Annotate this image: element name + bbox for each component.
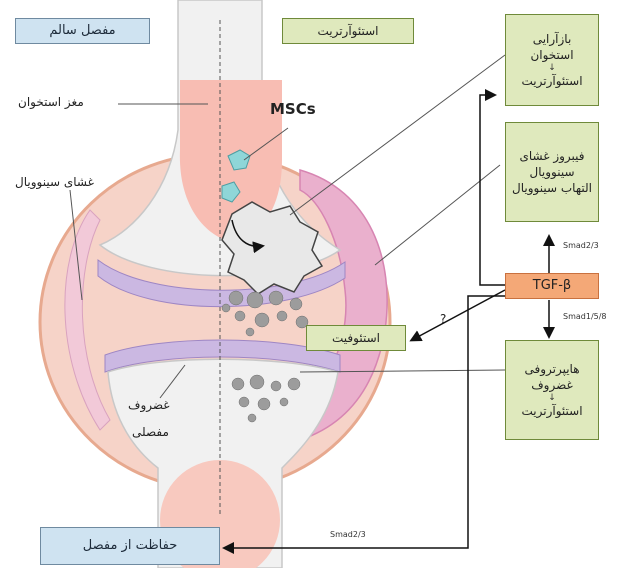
articular-cartilage-label-1: غضروف	[128, 398, 170, 412]
cartilage-hypertrophy-box: هایپرتروفی غضروف ↓ استئوآرتریت	[505, 340, 599, 440]
question-mark: ?	[440, 312, 446, 326]
cartilage-hypertrophy-line3: استئوآرتریت	[521, 403, 582, 419]
smad23-upper-label: Smad2/3	[563, 241, 599, 250]
down-arrow-icon: ↓	[548, 394, 556, 403]
bone-remodeling-line3: استئوآرتریت	[521, 73, 582, 89]
tgf-to-bone-remodel-arrow	[480, 95, 505, 285]
tgf-to-osteophyte-arrow	[412, 290, 505, 340]
mscs-label: MSCs	[270, 100, 316, 118]
synovial-membrane-label: غشای سینوویال	[15, 175, 94, 189]
cartilage-hypertrophy-line1: هایپرتروفی	[524, 361, 579, 377]
smad158-label: Smad1/5/8	[563, 312, 607, 321]
tgf-beta-box: TGF-β	[505, 273, 599, 299]
bone-remodeling-line2: استخوان	[530, 47, 573, 63]
synovial-fibrosis-line2: سینوویال	[530, 164, 575, 180]
leader-bone-remodel	[290, 55, 505, 215]
joint-protection-box: حفاظت از مفصل	[40, 527, 220, 565]
healthy-joint-label: مفصل سالم	[15, 18, 150, 44]
cartilage-hypertrophy-line2: غضروف	[531, 377, 573, 393]
synovial-fibrosis-line1: فیبروز غشای	[519, 148, 584, 164]
synovial-fibrosis-box: فیبروز غشای سینوویال التهاب سینوویال	[505, 122, 599, 222]
down-arrow-icon: ↓	[548, 64, 556, 73]
synovial-fibrosis-line3: التهاب سینوویال	[512, 180, 592, 196]
leader-fibrosis	[375, 165, 500, 265]
smad23-bottom-label: Smad2/3	[330, 530, 366, 539]
bone-remodeling-box: بازآرایی استخوان ↓ استئوآرتریت	[505, 14, 599, 106]
articular-cartilage-label-2: مفصلی	[132, 425, 169, 439]
osteophyte-box: استئوفیت	[306, 325, 406, 351]
osteoarthritis-label: استئوآرتریت	[282, 18, 414, 44]
bone-marrow-label: مغز استخوان	[18, 95, 84, 109]
bone-remodeling-line1: بازآرایی	[533, 31, 572, 47]
